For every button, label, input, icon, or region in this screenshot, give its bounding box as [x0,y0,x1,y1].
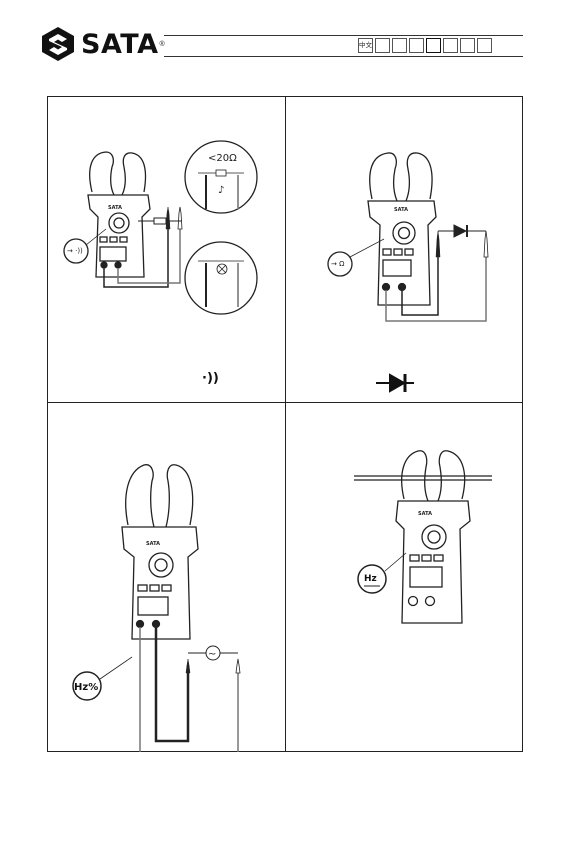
beep-note-icon: ♪ [218,185,224,196]
continuity-test-illustration: SATA → ·)) <20Ω [48,97,285,402]
dial-label-hz: Hz [364,574,377,584]
continuity-pass-inset: <20Ω ♪ [185,141,257,213]
clamp-meter [368,153,436,305]
frequency-voltage-illustration: SATA Hz% ~ [48,403,285,752]
inset-resistance-label: <20Ω [208,153,237,164]
svg-text:→ ·)): → ·)) [67,247,83,255]
resistor-symbol [138,218,182,224]
language-tab[interactable] [443,38,458,53]
meter-brand-label: SATA [418,511,432,517]
diode-symbol-icon [376,374,414,392]
dial-callout [73,657,132,700]
registered-mark: ® [159,41,164,48]
dial-callout: → Ω [328,239,384,276]
continuity-symbol: ·)) [202,371,219,386]
test-leads [140,627,240,752]
language-tab-active[interactable] [426,38,441,53]
frequency-current-illustration: SATA Hz [286,403,524,752]
clamp-meter [88,152,150,277]
brand-name: SATA [81,29,158,60]
page-header: SATA® 中文 [0,0,567,80]
conductor-wire [354,476,492,480]
language-tabs: 中文 [358,38,492,53]
illustration-grid: SATA → ·)) <20Ω [47,96,523,752]
header-rule-top [164,35,523,36]
diode-component [438,225,486,237]
meter-brand-label: SATA [108,205,122,211]
dial-label-hz-percent: Hz% [74,682,98,693]
panel-continuity-test: SATA → ·)) <20Ω [48,97,285,402]
meter-brand-label: SATA [394,207,408,213]
panel-diode-test: SATA → Ω [286,97,524,402]
language-tab[interactable] [409,38,424,53]
language-tab[interactable] [477,38,492,53]
dial-callout [358,553,406,593]
language-tab[interactable] [375,38,390,53]
panel-frequency-voltage: SATA Hz% ~ [48,403,285,752]
panel-frequency-current: SATA Hz [286,403,524,752]
meter-brand-label: SATA [146,541,160,547]
continuity-fail-inset [185,242,257,314]
diode-test-illustration: SATA → Ω [286,97,524,402]
language-tab[interactable] [392,38,407,53]
header-rule-bottom [164,56,523,57]
ac-source-symbol: ~ [208,649,216,660]
language-tab[interactable] [460,38,475,53]
svg-text:→ Ω: → Ω [331,260,345,268]
sata-logo-icon [40,26,76,62]
language-tab[interactable]: 中文 [358,38,373,53]
sata-logo: SATA® [40,26,165,62]
clamp-meter [122,465,198,639]
